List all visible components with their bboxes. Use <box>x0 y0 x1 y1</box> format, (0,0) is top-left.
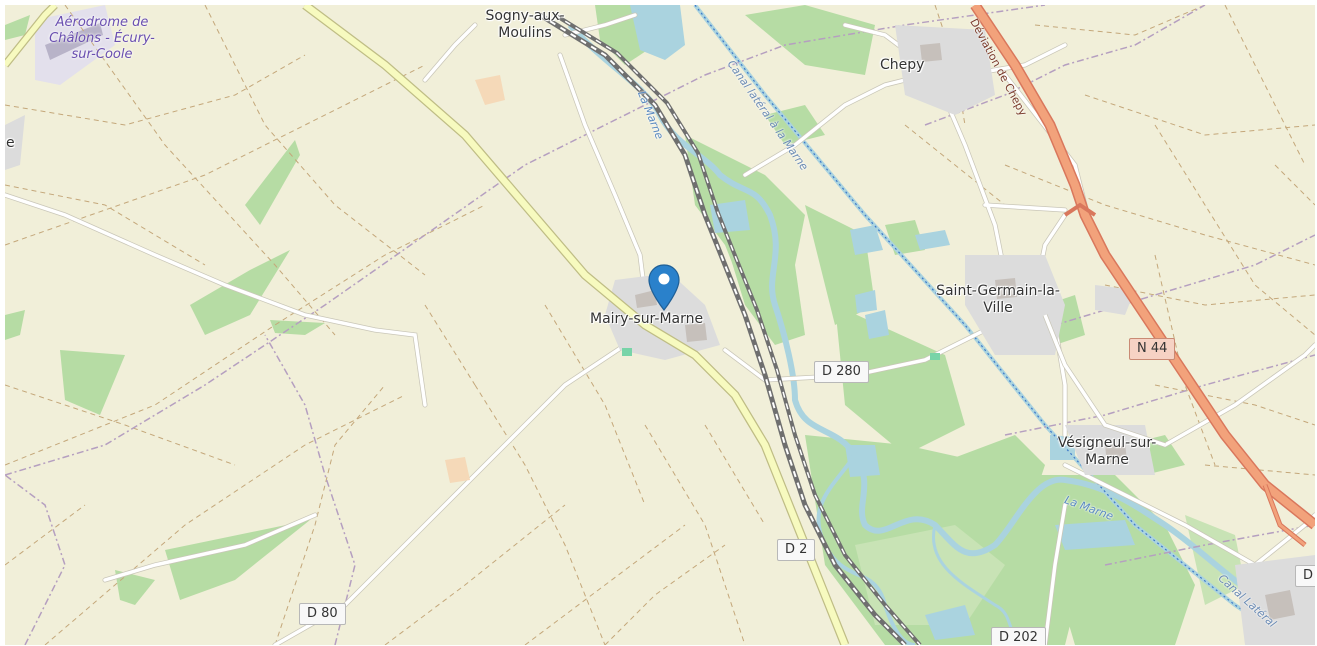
road-shield-d280: D 280 <box>814 361 869 383</box>
place-label-mairy: Mairy-sur-Marne <box>590 311 704 327</box>
railway <box>538 12 922 645</box>
aerodrome-label: Aérodrome de Châlons - Écury-sur-Coole <box>49 15 155 62</box>
place-label-sogny: Sogny-aux-Moulins <box>485 8 565 41</box>
map-canvas <box>5 5 1315 645</box>
road-shield-d2: D 2 <box>777 539 816 561</box>
place-label-saint-germain: Saint-Germain-la-Ville <box>936 283 1060 316</box>
place-label-vesigneul: Vésigneul-sur-Marne <box>1057 435 1157 468</box>
place-label-edge: e <box>6 135 15 151</box>
road-shield-n44: N 44 <box>1129 338 1176 360</box>
road-shield-edge: D <box>1295 565 1315 587</box>
boundaries <box>5 5 1315 645</box>
tracks <box>5 5 1315 645</box>
map-view[interactable]: Aérodrome de Châlons - Écury-sur-Coole S… <box>5 5 1315 645</box>
water-areas <box>630 5 1135 640</box>
road-shield-d202: D 202 <box>991 627 1046 645</box>
map-marker[interactable] <box>646 263 682 313</box>
la-marne-river <box>567 23 1315 645</box>
map-pin-icon <box>648 264 680 311</box>
road-shield-d80: D 80 <box>299 603 346 625</box>
place-label-chepy: Chepy <box>880 57 925 73</box>
road-n44 <box>970 5 1315 547</box>
